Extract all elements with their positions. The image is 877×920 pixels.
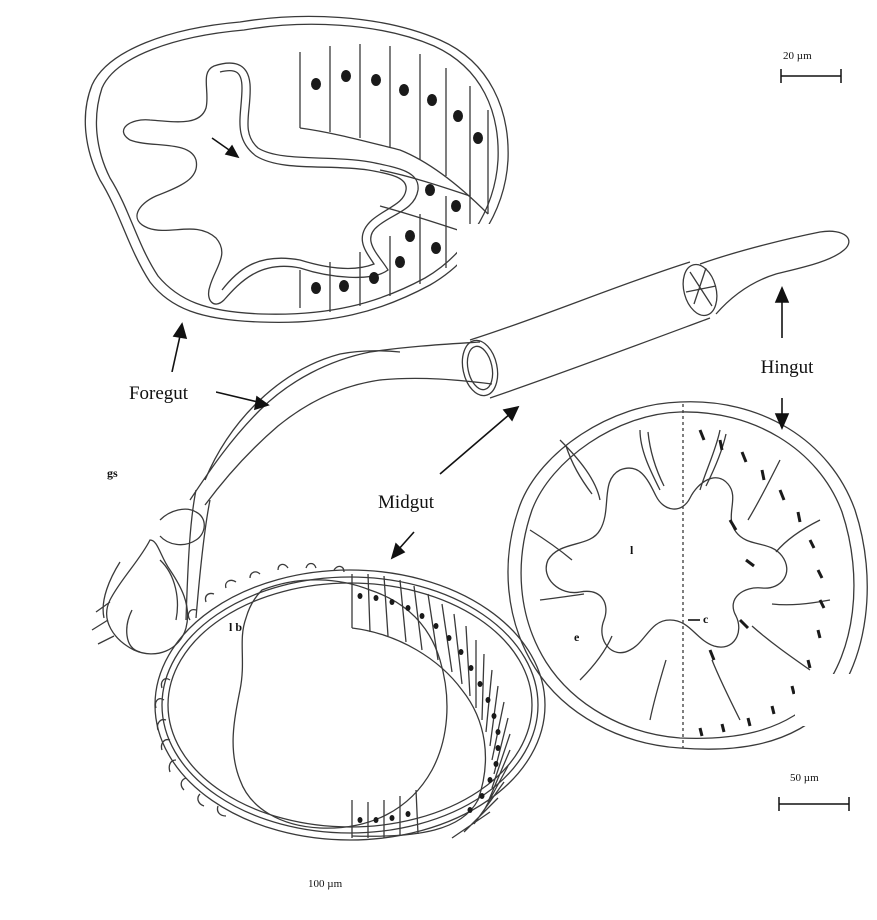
letter-gs: gs (107, 466, 118, 481)
scale-bar-right-label: 50 µm (790, 772, 819, 784)
midgut-label: Midgut (353, 480, 459, 526)
scale-bar-bottom-label: 100 µm (308, 878, 342, 890)
foregut-label: Foregut (101, 372, 216, 416)
blank-overlay-top (457, 224, 593, 282)
scale-bar-top-label: 20 µm (783, 50, 812, 62)
letter-lb: l b (229, 620, 242, 635)
letter-c: c (703, 612, 708, 627)
hindgut-label: Hingut (737, 340, 837, 396)
blank-overlay-right (795, 674, 877, 726)
letter-l: l (630, 543, 633, 558)
letter-e: e (574, 630, 579, 645)
